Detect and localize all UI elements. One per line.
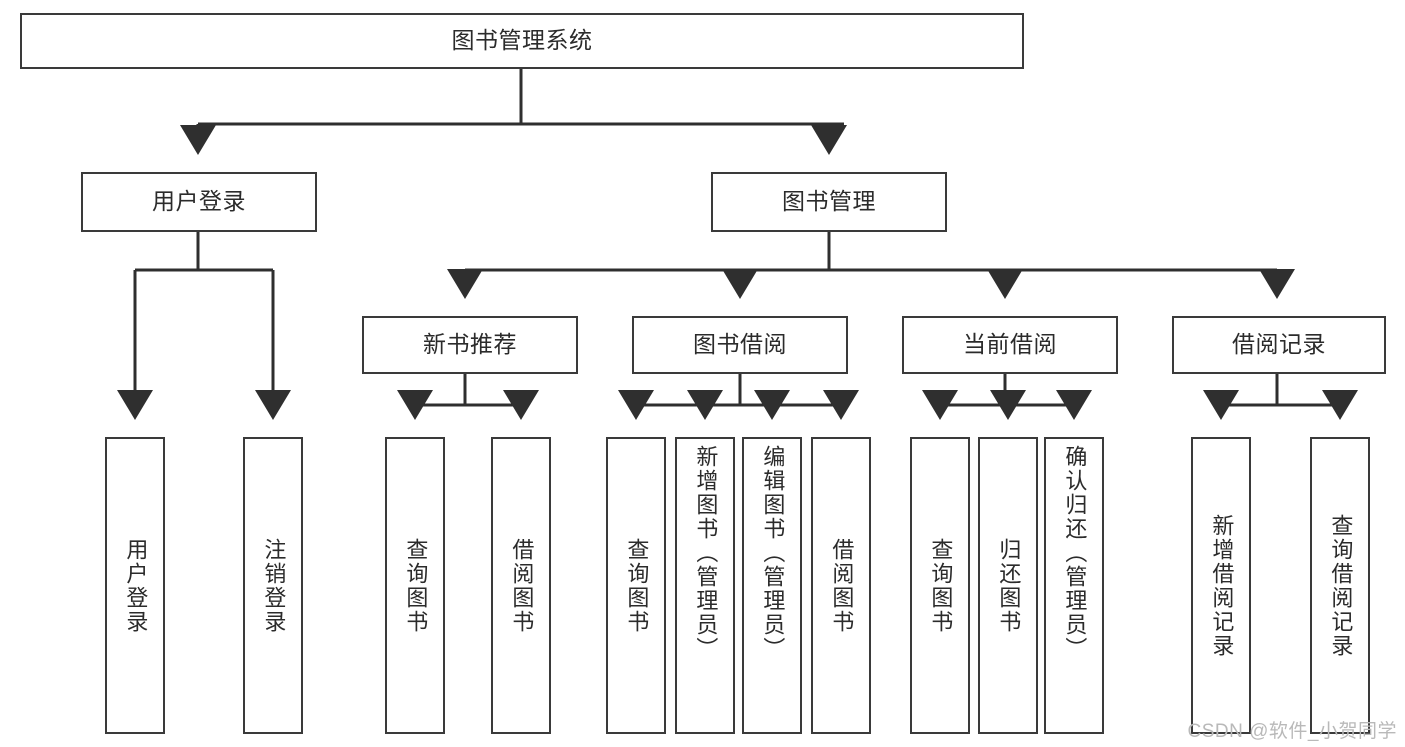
node-book-borrow[interactable]: 图书借阅 xyxy=(632,316,848,374)
leaf-user-login-label: 用户登录 xyxy=(123,537,149,634)
leaf-borrow-book-1-label: 借阅图书 xyxy=(509,537,535,634)
node-book-management-label: 图书管理 xyxy=(782,188,876,215)
node-book-management[interactable]: 图书管理 xyxy=(711,172,947,232)
node-user-login-label: 用户登录 xyxy=(152,188,246,215)
node-root[interactable]: 图书管理系统 xyxy=(20,13,1024,69)
node-current-borrow[interactable]: 当前借阅 xyxy=(902,316,1118,374)
leaf-borrow-book-2[interactable]: 借阅图书 xyxy=(811,437,871,734)
leaf-borrow-book-2-label: 借阅图书 xyxy=(829,537,855,634)
node-new-book-recommend[interactable]: 新书推荐 xyxy=(362,316,578,374)
leaf-query-book-2[interactable]: 查询图书 xyxy=(606,437,666,734)
leaf-logout-login[interactable]: 注销登录 xyxy=(243,437,303,734)
leaf-user-login[interactable]: 用户登录 xyxy=(105,437,165,734)
leaf-query-book-1[interactable]: 查询图书 xyxy=(385,437,445,734)
leaf-borrow-book-1[interactable]: 借阅图书 xyxy=(491,437,551,734)
leaf-return-book-label: 归还图书 xyxy=(996,537,1022,634)
leaf-query-book-3[interactable]: 查询图书 xyxy=(910,437,970,734)
leaf-add-record[interactable]: 新增借阅记录 xyxy=(1191,437,1251,734)
leaf-add-book[interactable]: 新增图书（管理员） xyxy=(675,437,735,734)
leaf-edit-book-label: 编辑图书（管理员） xyxy=(760,445,786,661)
leaf-query-book-1-label: 查询图书 xyxy=(403,537,429,634)
node-borrow-record-label: 借阅记录 xyxy=(1232,331,1326,358)
leaf-edit-book[interactable]: 编辑图书（管理员） xyxy=(742,437,802,734)
leaf-query-book-3-label: 查询图书 xyxy=(928,537,954,634)
leaf-return-book[interactable]: 归还图书 xyxy=(978,437,1038,734)
leaf-query-record[interactable]: 查询借阅记录 xyxy=(1310,437,1370,734)
leaf-logout-login-label: 注销登录 xyxy=(261,537,287,634)
watermark: CSDN @软件_小贺同学 xyxy=(1187,721,1397,742)
node-book-borrow-label: 图书借阅 xyxy=(693,331,787,358)
leaf-query-book-2-label: 查询图书 xyxy=(624,537,650,634)
node-current-borrow-label: 当前借阅 xyxy=(963,331,1057,358)
node-borrow-record[interactable]: 借阅记录 xyxy=(1172,316,1386,374)
leaf-confirm-return-label: 确认归还（管理员） xyxy=(1062,445,1088,661)
node-new-book-recommend-label: 新书推荐 xyxy=(423,331,517,358)
leaf-confirm-return[interactable]: 确认归还（管理员） xyxy=(1044,437,1104,734)
node-root-label: 图书管理系统 xyxy=(451,27,593,54)
leaf-add-record-label: 新增借阅记录 xyxy=(1209,513,1235,658)
node-user-login[interactable]: 用户登录 xyxy=(81,172,317,232)
leaf-query-record-label: 查询借阅记录 xyxy=(1328,513,1354,658)
leaf-add-book-label: 新增图书（管理员） xyxy=(693,445,719,661)
